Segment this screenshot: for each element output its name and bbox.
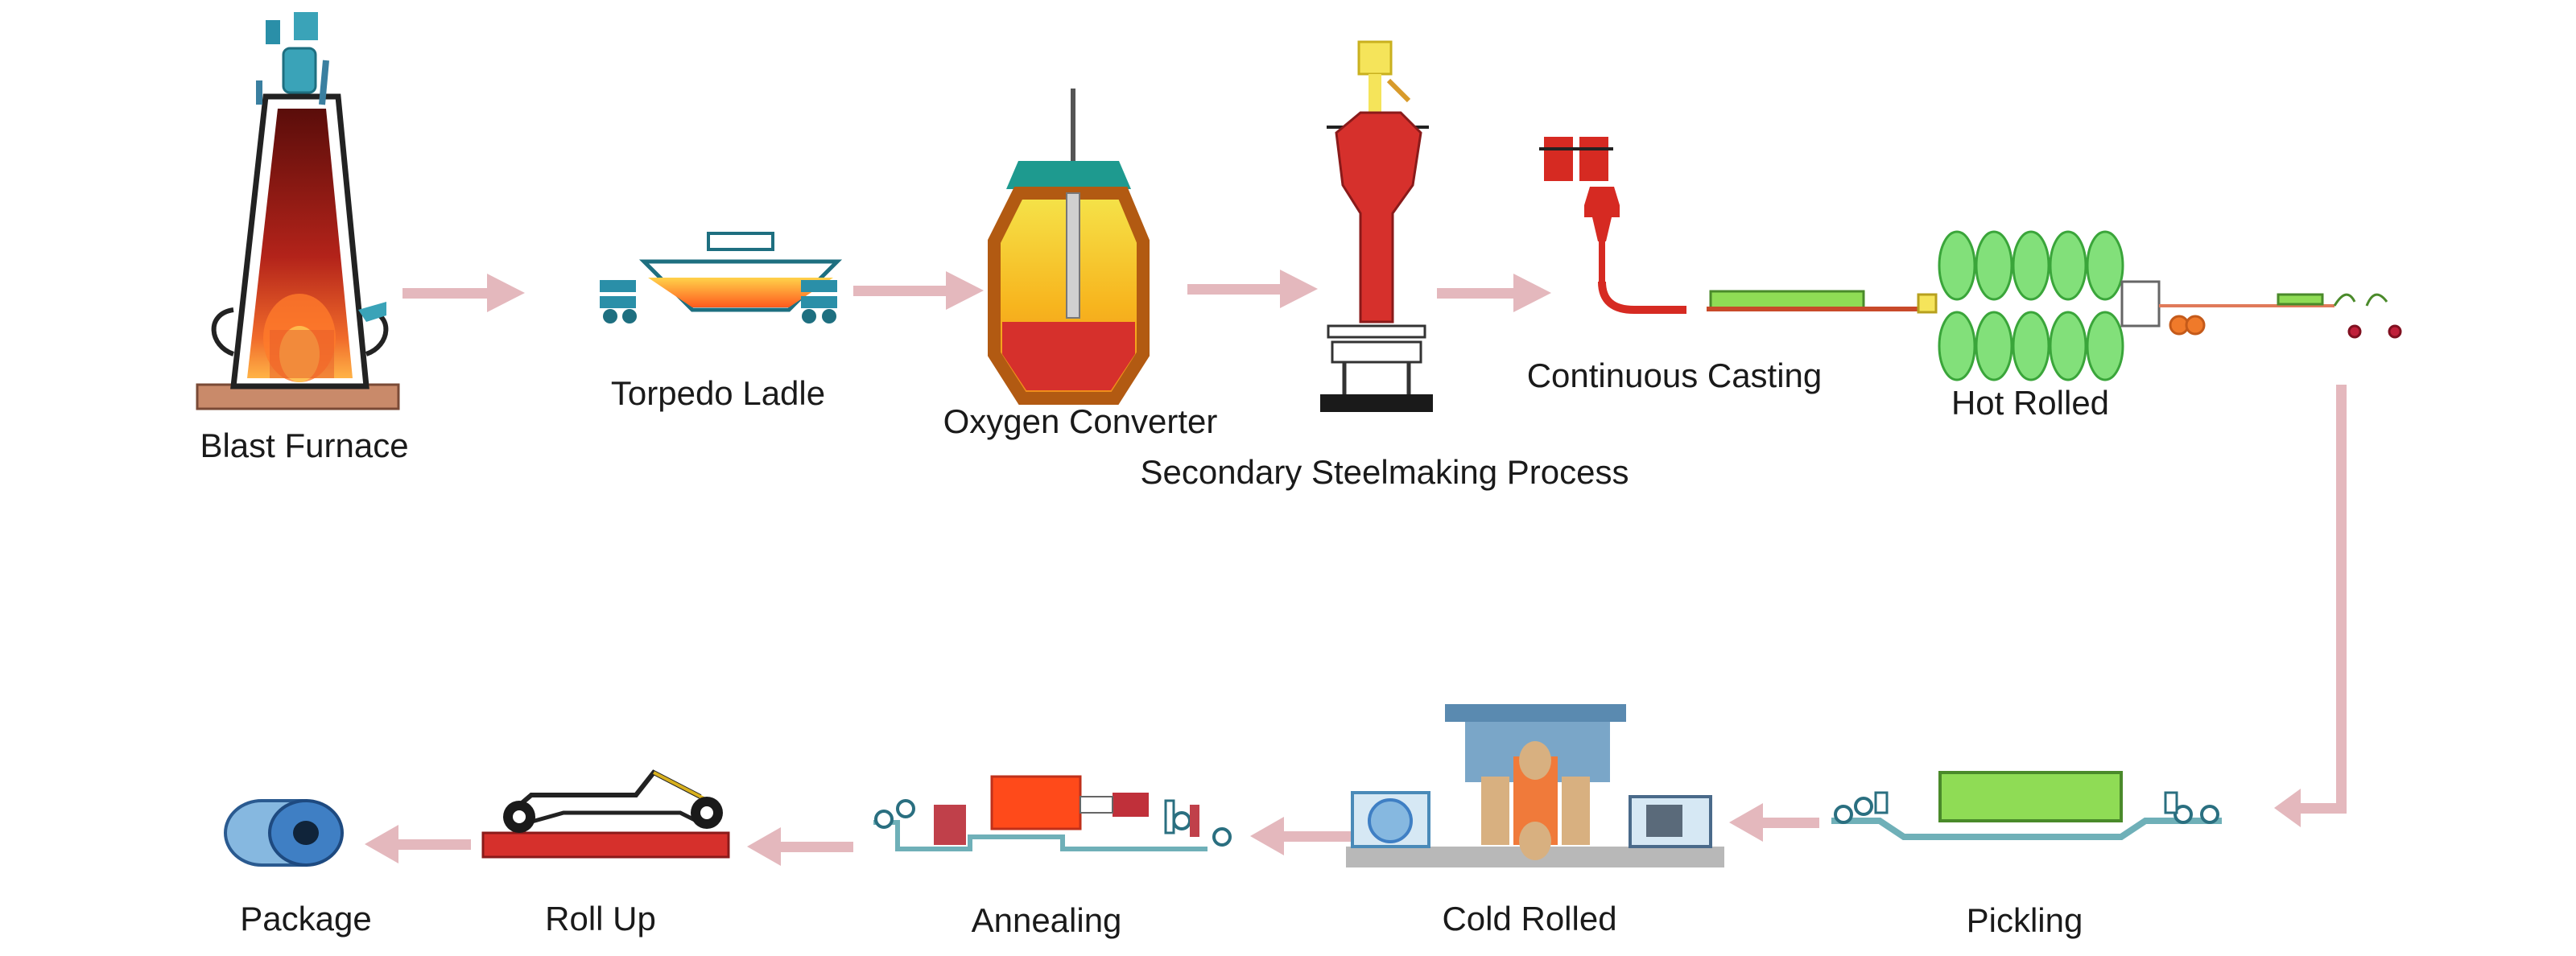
package-coil-illustration xyxy=(224,799,344,867)
cold-rolled-illustration xyxy=(1346,704,1724,867)
label-pickling: Pickling xyxy=(1966,901,2083,939)
secondary-steelmaking-illustration xyxy=(1320,40,1433,412)
arrow-ladle-to-converter xyxy=(853,271,984,310)
label-torpedo-ladle: Torpedo Ladle xyxy=(610,374,826,412)
label-cold-rolled: Cold Rolled xyxy=(1442,900,1617,937)
arrow-secondary-to-casting xyxy=(1437,274,1551,312)
label-oxygen-converter: Oxygen Converter xyxy=(943,402,1218,440)
oxygen-converter-illustration xyxy=(988,89,1150,405)
label-secondary-steelmaking: Secondary Steelmaking Process xyxy=(1140,453,1629,491)
pickling-illustration xyxy=(1831,771,2222,840)
label-blast-furnace: Blast Furnace xyxy=(200,426,409,464)
label-continuous-casting: Continuous Casting xyxy=(1526,356,1823,394)
arrow-converter-to-secondary xyxy=(1187,270,1318,308)
arrow-annealing-to-rollup xyxy=(747,827,853,866)
label-annealing: Annealing xyxy=(971,901,1122,939)
flow-arrows xyxy=(365,270,2347,866)
torpedo-ladle-illustration xyxy=(600,232,843,323)
arrow-coldrolled-to-annealing xyxy=(1250,817,1352,855)
arrow-furnace-to-ladle xyxy=(402,274,525,312)
continuous-casting-illustration xyxy=(1539,137,1932,314)
label-package: Package xyxy=(240,900,372,937)
label-roll-up: Roll Up xyxy=(545,900,656,937)
arrow-hotrolled-down xyxy=(2274,385,2347,827)
roll-up-illustration xyxy=(481,769,730,859)
annealing-illustration xyxy=(873,775,1232,851)
hot-rolled-illustration xyxy=(1917,230,2402,381)
arrow-rollup-to-package xyxy=(365,825,471,863)
label-hot-rolled: Hot Rolled xyxy=(1951,384,2110,422)
arrow-pickling-to-coldrolled xyxy=(1729,803,1819,842)
blast-furnace-illustration xyxy=(196,12,400,410)
